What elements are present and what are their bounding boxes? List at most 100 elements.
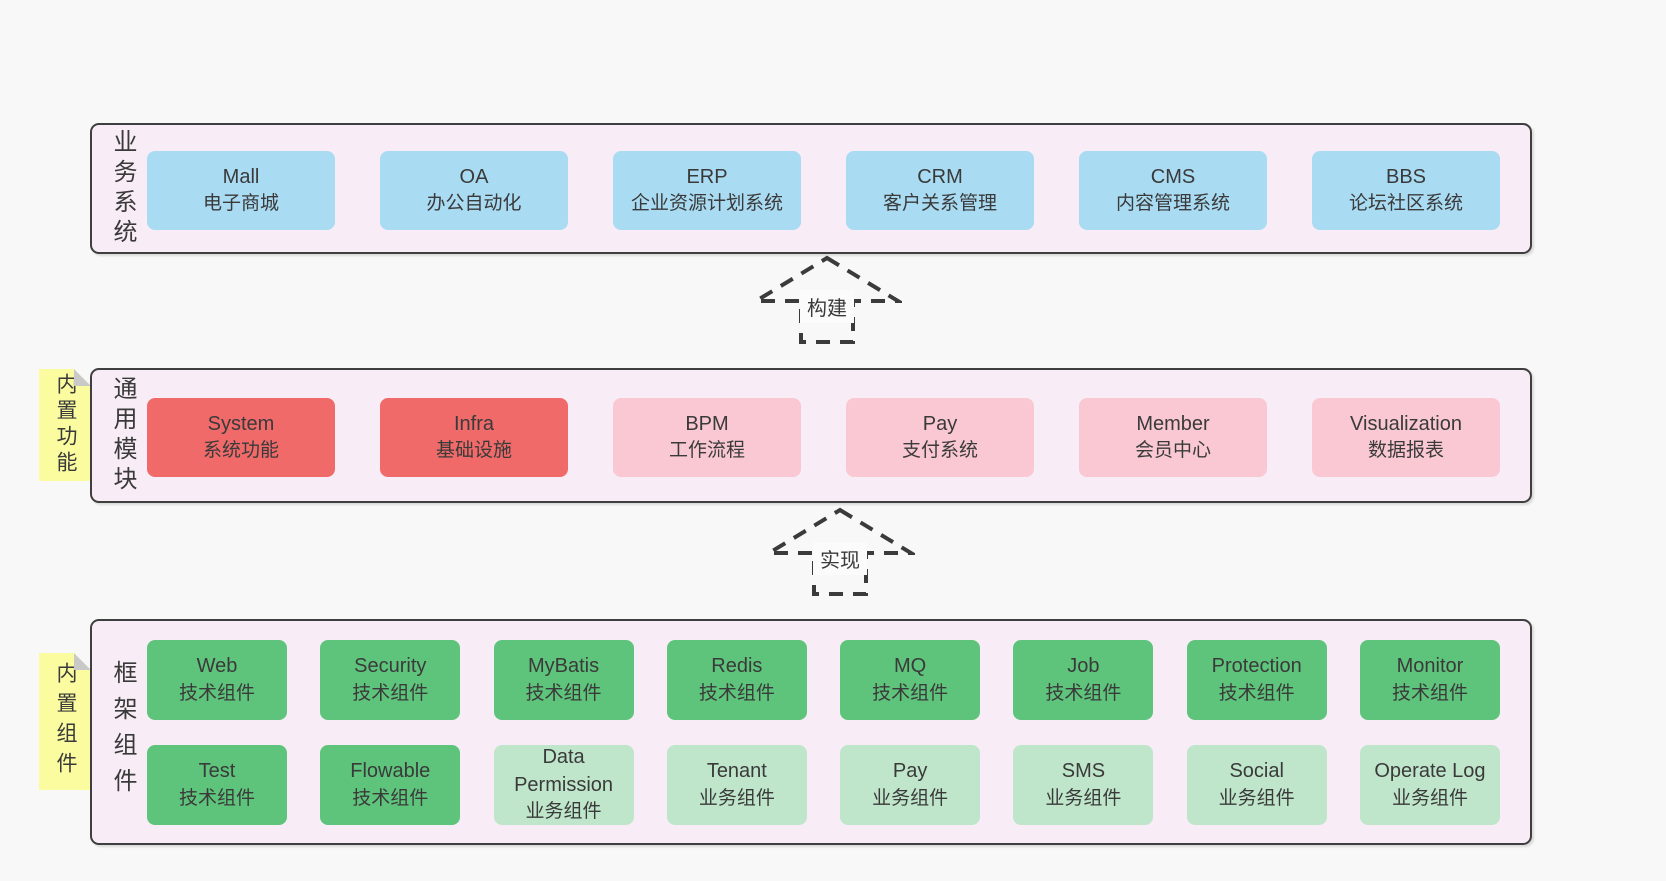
node-subtitle: 技术组件 [178,787,255,809]
node-subtitle: 业务组件 [1218,787,1295,809]
node-title: SMS [1061,760,1106,783]
business-systems-row: Mall 电子商城 OA 办公自动化 ERP 企业资源计划系统 CRM 客户关系管理 CMS 内容… [147,151,1500,230]
node-title: Data Permission [514,746,614,796]
arrow-implement-label: 实现 [813,542,867,575]
folded-corner-icon [74,653,91,670]
node-title: BPM [685,412,729,435]
node-pay: Pay 支付系统 [846,398,1034,477]
node-tenant: Tenant 业务组件 [666,745,807,825]
node-subtitle: 技术组件 [872,682,949,704]
node-title: Mall [222,165,260,188]
node-title: CRM [917,165,963,188]
node-title: Social [1229,760,1284,783]
node-member: Member 会员中心 [1079,398,1267,477]
node-web: Web 技术组件 [147,640,287,720]
node-title: Operate Log [1374,760,1486,783]
up-arrow-icon [765,507,915,596]
sticky-note-builtin-features-label: 内置功能 [54,373,77,477]
sticky-note-builtin-components: 内置组件 [39,653,91,790]
node-title: Pay [892,760,928,783]
node-title: Pay [922,412,958,435]
node-title: Job [1067,655,1100,678]
node-subtitle: 内容管理系统 [1115,193,1230,215]
node-subtitle: 基础设施 [435,440,512,462]
arrow-build: 构建 [752,254,902,346]
node-subtitle: 业务组件 [1045,787,1122,809]
node-visualization: Visualization 数据报表 [1312,398,1500,477]
node-title: Infra [453,412,495,435]
node-infra: Infra 基础设施 [380,398,568,477]
node-crm: CRM 客户关系管理 [846,151,1034,230]
node-title: Redis [711,655,763,678]
node-mybatis: MyBatis 技术组件 [493,640,634,720]
node-title: System [207,412,275,435]
node-title: CMS [1150,165,1196,188]
node-erp: ERP 企业资源计划系统 [613,151,801,230]
node-protection: Protection 技术组件 [1186,640,1327,720]
node-title: Visualization [1350,412,1462,435]
node-title: Web [196,655,238,678]
node-sms: SMS 业务组件 [1013,745,1154,825]
node-subtitle: 技术组件 [178,682,255,704]
node-subtitle: 技术组件 [1391,682,1468,704]
node-social: Social 业务组件 [1186,745,1327,825]
node-bbs: BBS 论坛社区系统 [1312,151,1500,230]
node-title: Protection [1211,655,1302,678]
node-cms: CMS 内容管理系统 [1079,151,1267,230]
node-title: MyBatis [528,655,600,678]
node-oa: OA 办公自动化 [380,151,568,230]
section-label-common-modules: 通用模块 [109,375,136,496]
node-subtitle: 论坛社区系统 [1348,193,1463,215]
node-test: Test 技术组件 [147,745,287,825]
node-mall: Mall 电子商城 [147,151,335,230]
node-subtitle: 业务组件 [872,787,949,809]
section-business-systems: 业务系统 Mall 电子商城 OA 办公自动化 ERP 企业资源计划系统 CRM 客户关系管理… [90,123,1532,254]
section-label-framework-components: 框架组件 [109,660,136,804]
node-subtitle: 技术组件 [1218,682,1295,704]
node-title: Member [1136,412,1210,435]
node-subtitle: 业务组件 [1391,787,1468,809]
node-subtitle: 技术组件 [352,682,429,704]
node-subtitle: 业务组件 [698,787,775,809]
node-subtitle: 技术组件 [698,682,775,704]
node-subtitle: 会员中心 [1134,440,1211,462]
node-pay: Pay 业务组件 [840,745,981,825]
node-subtitle: 技术组件 [525,682,602,704]
node-title: Test [198,760,236,783]
node-subtitle: 电子商城 [202,193,279,215]
node-mq: MQ 技术组件 [840,640,981,720]
node-security: Security 技术组件 [320,640,461,720]
node-title: Monitor [1396,655,1464,678]
node-title: MQ [894,655,927,678]
section-label-business-systems: 业务系统 [109,128,136,249]
node-monitor: Monitor 技术组件 [1359,640,1500,720]
node-title: ERP [686,165,728,188]
up-arrow-icon [752,255,902,344]
sticky-note-builtin-features: 内置功能 [39,369,91,481]
node-title: Security [354,655,427,678]
node-job: Job 技术组件 [1013,640,1154,720]
node-title: OA [459,165,489,188]
node-title: Tenant [706,760,767,783]
node-redis: Redis 技术组件 [666,640,807,720]
node-title: Flowable [350,760,431,783]
node-operate-log: Operate Log 业务组件 [1359,745,1500,825]
node-subtitle: 数据报表 [1367,440,1444,462]
node-subtitle: 办公自动化 [426,193,522,215]
node-title: BBS [1385,165,1427,188]
node-subtitle: 客户关系管理 [882,193,997,215]
folded-corner-icon [74,369,91,386]
arrow-implement: 实现 [765,506,915,598]
node-subtitle: 企业资源计划系统 [630,193,783,215]
node-subtitle: 支付系统 [901,440,978,462]
node-subtitle: 技术组件 [1045,682,1122,704]
